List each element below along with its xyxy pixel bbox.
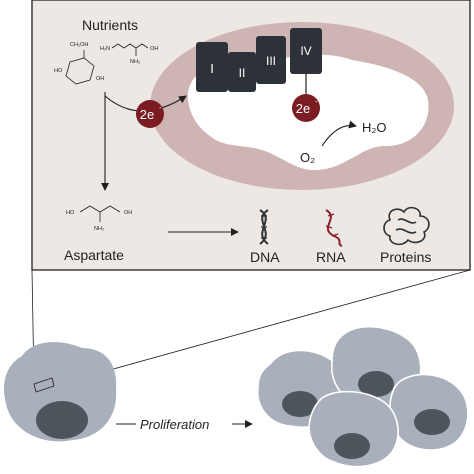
rna-icon — [325, 209, 343, 247]
single-cell — [3, 342, 117, 442]
dna-label: DNA — [250, 249, 280, 265]
cell — [308, 390, 399, 468]
proliferation-label: Proliferation — [140, 417, 209, 432]
nucleus — [36, 401, 88, 439]
glutamine-h2n: H₂N — [100, 46, 110, 52]
electron-label: 2e — [296, 101, 310, 116]
cell-cluster — [257, 325, 469, 468]
glucose-oh: OH — [96, 76, 104, 82]
protein-icon — [383, 206, 430, 246]
glucose-structure — [65, 50, 95, 85]
zoom-box — [33, 377, 55, 393]
electron-charge: - — [159, 103, 162, 112]
aspartate-nh2: NH₂ — [94, 226, 104, 232]
glutamine-nh2: NH₂ — [130, 59, 140, 65]
dna-icon — [259, 209, 269, 245]
complex-I-label: I — [210, 61, 214, 76]
complex-II-label: II — [239, 66, 246, 80]
cell — [389, 373, 469, 451]
complex-IV-label: IV — [300, 44, 311, 58]
aspartate-oh: OH — [124, 210, 132, 216]
complex-III: III — [256, 36, 286, 84]
rna-label: RNA — [316, 249, 346, 265]
nutrients-label: Nutrients — [82, 17, 138, 33]
aspartate-label: Aspartate — [64, 247, 124, 263]
complex-I: I — [196, 42, 228, 92]
complex-IV: IV — [290, 28, 322, 74]
glutamine-structure — [111, 43, 149, 56]
electron-charge: - — [315, 97, 318, 106]
glutamine-oh: OH — [150, 46, 158, 52]
aspartate-structure — [79, 205, 121, 222]
electron-label: 2e — [140, 107, 154, 122]
glucose-ho: HO — [54, 68, 63, 74]
proteins-label: Proteins — [380, 249, 431, 265]
electron-badge-input: 2e - — [136, 100, 164, 128]
arrow-electrons-to-water — [321, 120, 357, 147]
electron-badge-complex: 2e - — [292, 94, 320, 122]
svg-text:2e: 2e — [296, 101, 310, 116]
oxygen-label: O₂ — [300, 150, 315, 165]
glucose-ch2oh: CH₂OH — [70, 42, 88, 48]
nucleus — [282, 391, 318, 417]
nucleus — [358, 371, 394, 397]
water-label: H₂O — [362, 120, 387, 135]
complex-III-label: III — [266, 54, 276, 68]
nucleus — [414, 409, 450, 435]
aspartate-ho: HO — [66, 210, 75, 216]
nucleus — [334, 433, 370, 459]
svg-text:2e: 2e — [140, 107, 154, 122]
complex-II: II — [228, 52, 256, 92]
